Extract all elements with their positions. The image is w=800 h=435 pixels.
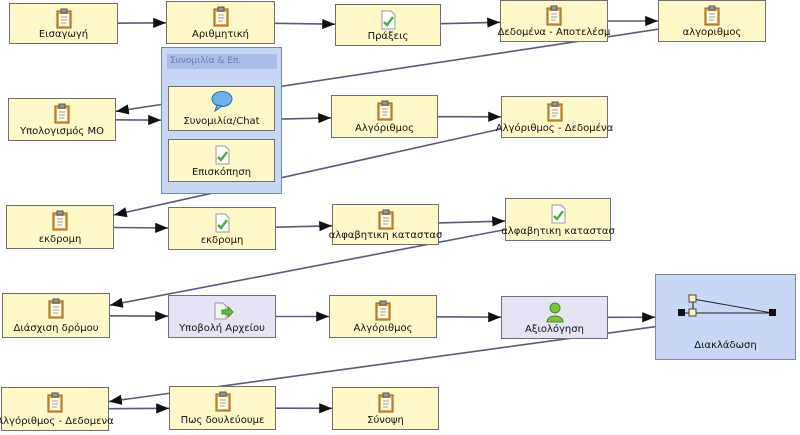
branching-icon <box>678 294 776 317</box>
activity-data-results[interactable]: Δεδομένα - Αποτελέσμ <box>498 0 610 42</box>
node-label: Αλγόριθμος - Δεδομένα <box>495 123 614 134</box>
edge-n8-to-n9 <box>113 128 502 218</box>
notepad-icon <box>45 392 65 414</box>
edge-n11-to-n12 <box>438 216 506 227</box>
activity-algorithm-2[interactable]: Αλγόριθμος <box>331 95 438 138</box>
activity-excursion-2[interactable]: εκδρομη <box>168 207 276 250</box>
node-label: Αλγόριθμος <box>353 323 413 334</box>
edge-n2-to-n3 <box>274 18 336 30</box>
activity-algorithm-data-1[interactable]: Αλγόριθμος - Δεδομένα <box>496 96 613 138</box>
node-label: Εισαγωγή <box>38 29 89 40</box>
notepad-icon <box>46 298 66 320</box>
notepad-icon <box>375 100 395 122</box>
check-document-icon <box>212 144 232 166</box>
edge-n12-to-n13 <box>109 228 506 308</box>
notepad-icon <box>213 391 233 413</box>
check-document-icon <box>378 9 398 31</box>
node-label: αλφαβητικη καταστασ <box>501 226 615 237</box>
node-label: Υπολογισμός ΜΟ <box>20 126 104 137</box>
notepad-icon <box>54 8 74 30</box>
branching-label: Διακλάδωση <box>694 340 757 351</box>
notepad-icon <box>702 5 722 27</box>
activity-algorithm-1[interactable]: αλγοριθμος <box>658 0 766 42</box>
notepad-icon <box>544 5 564 27</box>
node-label: Αριθμητική <box>191 29 250 40</box>
check-document-icon <box>548 203 568 225</box>
node-label: Επισκόπηση <box>191 167 252 178</box>
group-title: Συνομιλία & Επ. <box>167 54 277 69</box>
notepad-icon <box>373 300 393 322</box>
activity-alphabetical-list-2[interactable]: αλφαβητικη καταστασ <box>501 198 615 241</box>
notepad-icon <box>376 392 396 414</box>
submit-file-icon <box>212 300 234 322</box>
edge-group-to-n7 <box>281 113 332 124</box>
user-icon <box>545 301 565 323</box>
activity-average-calc[interactable]: Υπολογισμός ΜΟ <box>8 98 116 141</box>
check-document-icon <box>212 212 232 234</box>
activity-algorithm-3[interactable]: Αλγόριθμος <box>329 295 437 338</box>
activity-algorithm-data-2[interactable]: Αλγόριθμος - Δεδομενα <box>0 387 114 431</box>
activity-excursion-1[interactable]: εκδρομη <box>6 205 114 249</box>
notepad-icon <box>52 103 72 125</box>
node-label: αλγοριθμος <box>682 27 742 38</box>
node-label: αλφαβητικη καταστασ <box>328 230 443 241</box>
node-label: Αλγόριθμος <box>355 123 414 134</box>
activity-assessment[interactable]: Αξιολόγηση <box>501 296 608 339</box>
notepad-icon <box>211 6 231 28</box>
notepad-icon <box>545 101 565 123</box>
node-label: Δεδομένα - Αποτελέσμ <box>497 27 611 38</box>
notepad-icon <box>50 210 70 232</box>
activity-intro[interactable]: Εισαγωγή <box>9 3 118 44</box>
node-label: Υποβολή Αρχείου <box>179 323 265 334</box>
node-label: εκδρομη <box>38 234 82 245</box>
node-label: Πράξεις <box>367 31 409 42</box>
activity-chat[interactable]: Συνομιλία/Chat <box>168 86 275 131</box>
notepad-icon <box>376 209 396 231</box>
branching-node[interactable]: Διακλάδωση <box>655 274 796 360</box>
chat-bubble-icon <box>210 90 234 113</box>
activity-operations[interactable]: Πράξεις <box>335 4 441 46</box>
node-label: Σύνοψη <box>367 415 404 426</box>
node-label: Συνομιλία/Chat <box>183 116 260 127</box>
edge-n3-to-n4 <box>440 17 501 28</box>
activity-how-we-work[interactable]: Πως δουλεύουμε <box>169 386 276 430</box>
edge-n9-to-n10 <box>113 222 169 234</box>
node-label: Αλγόριθμος - Δεδομενα <box>0 416 114 427</box>
activity-alphabetical-list-1[interactable]: αλφαβητικη καταστασ <box>329 204 442 245</box>
activity-overview[interactable]: Επισκόπηση <box>168 139 275 182</box>
node-label: εκδρομη <box>200 235 244 246</box>
node-label: Αξιολόγηση <box>525 324 584 335</box>
activity-arithmetic[interactable]: Αριθμητική <box>166 1 275 44</box>
node-label: Πως δουλεύουμε <box>180 415 265 426</box>
chat-overview-group[interactable]: Συνομιλία & Επ. Συνομιλία/Chat Επισκόπησ… <box>161 47 282 194</box>
edge-n10-to-n11 <box>275 221 333 232</box>
node-label: Διάσχιση δρόμου <box>13 323 99 334</box>
activity-file-submission[interactable]: Υποβολή Αρχείου <box>168 295 276 338</box>
activity-summary[interactable]: Σύνοψη <box>332 387 439 430</box>
activity-road-crossing[interactable]: Διάσχιση δρόμου <box>2 293 110 338</box>
